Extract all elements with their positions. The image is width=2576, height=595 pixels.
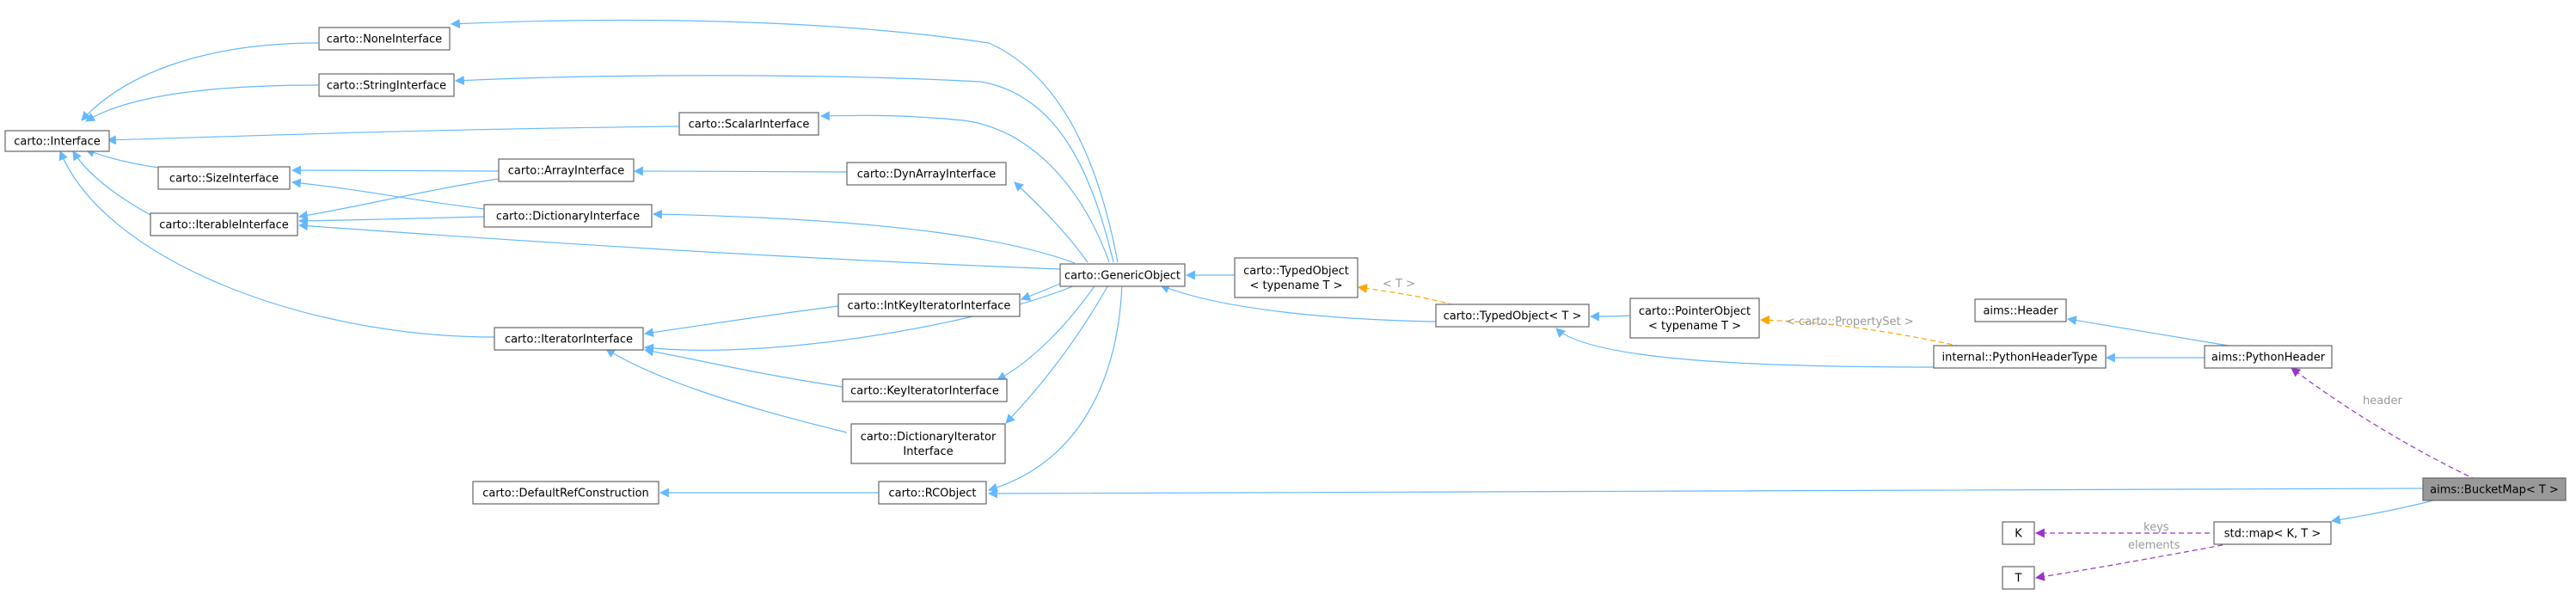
node-pointer-object[interactable]: carto::PointerObject< typename T > <box>1629 298 1760 339</box>
node-size-iface[interactable]: carto::SizeInterface <box>157 166 291 190</box>
edge-elements-member <box>2034 543 2232 581</box>
edge-dynarrayinterface-to-arrayinterface <box>633 166 848 176</box>
node-intkey-iter-iface[interactable]: carto::IntKeyIteratorInterface <box>837 293 1021 317</box>
node-iterator-iface[interactable]: carto::IteratorInterface <box>494 327 644 351</box>
node-dict-iface[interactable]: carto::DictionaryInterface <box>483 204 653 228</box>
node-label-typed-object-tmpl-line-2: < typename T > <box>1249 279 1342 292</box>
edge-pythonheadertype-to-typedobjectt <box>1555 328 1940 368</box>
node-aims-python-header[interactable]: aims::PythonHeader <box>2204 345 2333 369</box>
node-t[interactable]: T <box>2002 566 2035 590</box>
node-std-map[interactable]: std::map< K, T > <box>2213 521 2332 545</box>
edge-label-elements: elements <box>2128 539 2180 552</box>
node-label-key-iter-iface-line-1: carto::KeyIteratorInterface <box>850 385 999 398</box>
node-label-dict-iface-line-1: carto::DictionaryInterface <box>496 211 640 224</box>
node-label-iterator-iface-line-1: carto::IteratorInterface <box>505 334 633 347</box>
edge-genericobject-to-iteratorinterface <box>643 283 1080 353</box>
edge-pythonheader-to-header <box>2066 316 2245 349</box>
edge-stringinterface-to-interface <box>85 84 319 122</box>
edge-typedobjectt-template <box>1357 284 1471 310</box>
node-label-std-map-line-1: std::map< K, T > <box>2224 528 2321 541</box>
edge-header-member <box>2291 367 2477 481</box>
node-label-typed-object-t-line-1: carto::TypedObject< T > <box>1444 310 1582 323</box>
edge-keyiteratorinterface-to-iteratorinterface <box>643 347 843 388</box>
edge-dictinterface-to-sizeinterface <box>291 178 485 210</box>
nodes: carto::Interface carto::NoneInterfacecart… <box>4 27 2567 590</box>
edge-bucketmap-to-rcobject <box>987 488 2424 499</box>
edge-pythonheadertype-template <box>1759 315 1970 349</box>
edge-sizeinterface-to-interface <box>84 148 159 169</box>
node-label-pointer-object-line-1: carto::PointerObject <box>1639 305 1751 318</box>
edge-genericobject-to-scalarinterface <box>819 111 1110 263</box>
node-aims-header[interactable]: aims::Header <box>1974 298 2067 322</box>
node-none-iface[interactable]: carto::NoneInterface <box>318 27 451 51</box>
edge-genericobject-to-dictiteratorinterface <box>1005 283 1110 424</box>
edge-noneinterface-to-interface <box>81 42 319 121</box>
node-generic-object[interactable]: carto::GenericObject <box>1059 263 1186 287</box>
node-label-dict-iter-iface-line-2: Interface <box>903 445 953 458</box>
node-label-string-iface-line-1: carto::StringInterface <box>327 80 446 93</box>
edge-iteratorinterface-to-interface <box>58 150 495 338</box>
node-interface[interactable]: carto::Interface <box>4 130 110 152</box>
node-typed-object-t[interactable]: carto::TypedObject< T > <box>1435 304 1590 328</box>
node-label-default-ref-line-1: carto::DefaultRefConstruction <box>482 488 649 500</box>
node-label-python-header-type-line-1: internal::PythonHeaderType <box>1942 352 2098 365</box>
node-k[interactable]: K <box>2002 521 2035 545</box>
node-label-t-line-1: T <box>2015 573 2022 586</box>
edge-genericobject-to-noneinterface <box>450 19 1119 263</box>
node-label-intkey-iter-iface-line-1: carto::IntKeyIteratorInterface <box>848 300 1011 313</box>
edges <box>58 19 2477 581</box>
node-label-aims-python-header-line-1: aims::PythonHeader <box>2211 352 2326 365</box>
edge-bucketmap-to-stdmap <box>2330 500 2434 524</box>
node-rcobject[interactable]: carto::RCObject <box>878 481 987 505</box>
edge-genericobject-to-keyiteratorinterface <box>997 283 1097 381</box>
node-label-interface-line-1: carto::Interface <box>14 136 100 149</box>
node-typed-object-tmpl[interactable]: carto::TypedObject< typename T > <box>1234 257 1359 298</box>
edge-labels: < T > < carto::PropertySet > header keys… <box>1383 278 2402 552</box>
edge-dictinterface-to-iterableinterface <box>297 216 485 226</box>
edge-arrayinterface-to-iterableinterface <box>297 178 500 220</box>
edge-intkeyiteratorinterface-to-iteratorinterface <box>643 305 839 338</box>
node-python-header-type[interactable]: internal::PythonHeaderType <box>1933 345 2107 369</box>
edge-typedobjectt-to-genericobject <box>1159 284 1437 322</box>
node-label-none-iface-line-1: carto::NoneInterface <box>327 34 442 46</box>
edge-genericobject-to-iterableinterface <box>297 221 1061 270</box>
edge-arrayinterface-to-sizeinterface <box>291 165 500 175</box>
node-label-k-line-1: K <box>2015 528 2022 541</box>
edge-label-header: header <box>2363 395 2402 408</box>
node-label-aims-header-line-1: aims::Header <box>1983 305 2058 318</box>
node-label-array-iface-line-1: carto::ArrayInterface <box>508 165 624 178</box>
node-scalar-iface[interactable]: carto::ScalarInterface <box>678 112 819 136</box>
edge-genericobject-to-dictinterface <box>652 209 1076 264</box>
node-label-bucket-map-line-1: aims::BucketMap< T > <box>2430 484 2559 497</box>
edge-genericobject-to-rcobject <box>987 283 1123 493</box>
node-default-ref[interactable]: carto::DefaultRefConstruction <box>472 481 659 505</box>
node-iterable-iface[interactable]: carto::IterableInterface <box>150 212 298 236</box>
edge-label-keys: keys <box>2144 521 2169 534</box>
node-label-size-iface-line-1: carto::SizeInterface <box>169 173 279 186</box>
node-key-iter-iface[interactable]: carto::KeyIteratorInterface <box>842 378 1008 402</box>
node-label-dyn-array-iface-line-1: carto::DynArrayInterface <box>857 169 996 181</box>
node-bucket-map[interactable]: aims::BucketMap< T > <box>2422 477 2567 501</box>
edge-dictiteratorinterface-to-iteratorinterface <box>605 348 848 433</box>
node-label-typed-object-tmpl-line-1: carto::TypedObject <box>1243 265 1349 278</box>
edge-genericobject-to-stringinterface <box>454 75 1114 263</box>
edge-label-property-set: < carto::PropertySet > <box>1786 316 1914 328</box>
node-label-generic-object-line-1: carto::GenericObject <box>1064 270 1181 283</box>
node-string-iface[interactable]: carto::StringInterface <box>318 73 455 97</box>
edge-scalarinterface-to-interface <box>106 126 680 145</box>
edge-genericobject-to-dynarrayinterface <box>1014 181 1089 263</box>
node-array-iface[interactable]: carto::ArrayInterface <box>498 158 635 182</box>
node-label-rcobject-line-1: carto::RCObject <box>888 488 976 500</box>
edge-label-t-template: < T > <box>1383 278 1415 291</box>
node-label-scalar-iface-line-1: carto::ScalarInterface <box>689 119 810 132</box>
node-label-pointer-object-line-2: < typename T > <box>1648 320 1741 333</box>
node-label-dict-iter-iface-line-1: carto::DictionaryIterator <box>861 431 997 444</box>
node-label-iterable-iface-line-1: carto::IterableInterface <box>159 219 289 232</box>
edge-iterableinterface-to-interface <box>72 150 151 216</box>
node-dyn-array-iface[interactable]: carto::DynArrayInterface <box>846 162 1007 186</box>
